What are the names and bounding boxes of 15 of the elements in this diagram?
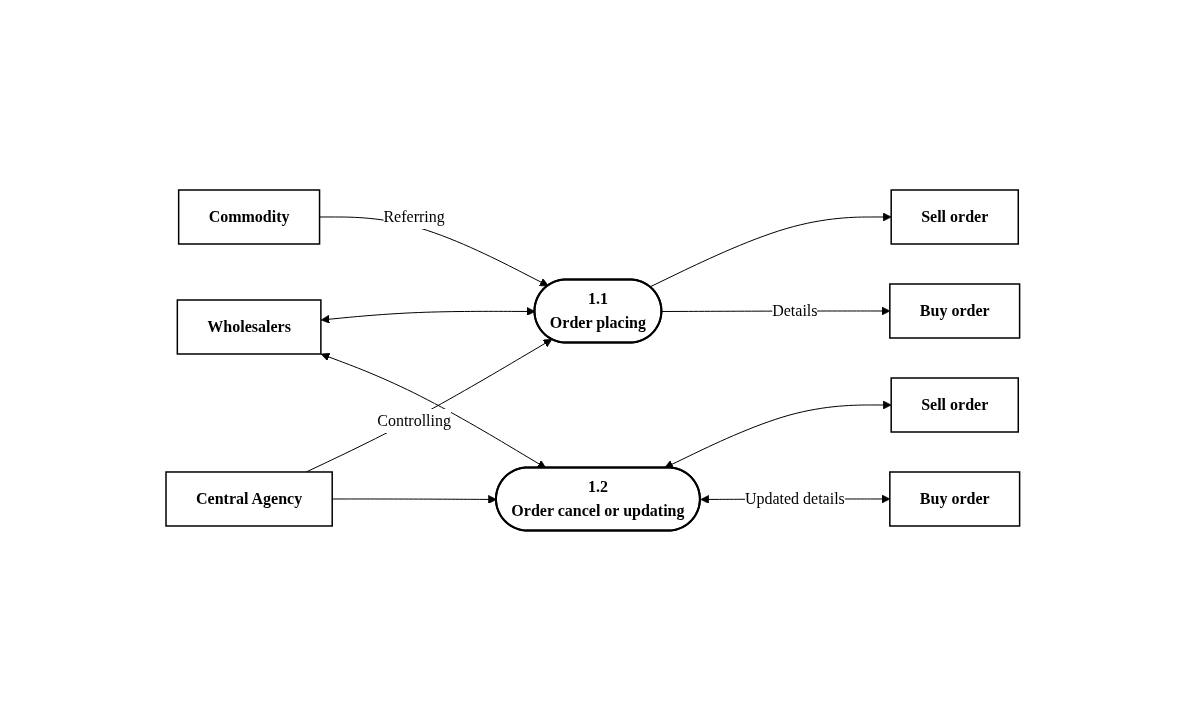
arrow xyxy=(649,212,892,288)
edge-label: Controlling xyxy=(377,412,452,430)
node-box: Buy order xyxy=(889,283,1021,339)
arrow xyxy=(664,400,892,469)
node-box: Wholesalers xyxy=(176,299,322,355)
node-box: Commodity xyxy=(178,189,321,245)
arrow xyxy=(305,339,553,473)
node-box: Buy order xyxy=(889,471,1021,527)
edge-label: Details xyxy=(772,302,818,320)
arrow xyxy=(321,353,547,469)
edge-label: Referring xyxy=(383,208,445,226)
node-box: Sell order xyxy=(890,377,1020,433)
edge-label: Updated details xyxy=(745,490,846,508)
node-box: Central Agency xyxy=(165,471,334,527)
node-box: Sell order xyxy=(890,189,1020,245)
